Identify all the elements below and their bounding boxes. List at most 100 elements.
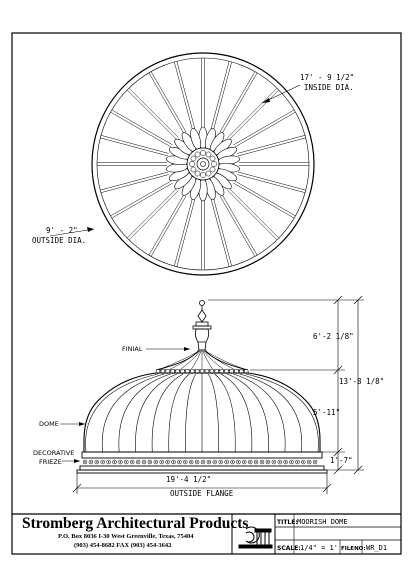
- frieze-dot: [137, 461, 139, 463]
- rosette-bead: [209, 155, 216, 162]
- neck-flute: [170, 350, 200, 370]
- flange-value: 19'-4 1/2": [166, 475, 211, 484]
- plan-rib: [111, 109, 173, 146]
- plan-rib: [148, 72, 185, 134]
- frieze-dot: [96, 461, 98, 463]
- svg-text:FRIEZE: FRIEZE: [39, 458, 62, 466]
- frieze-dot: [102, 461, 104, 463]
- dome-rib: [227, 373, 269, 453]
- frieze-bottom-band: [79, 465, 325, 471]
- plan-rib: [210, 199, 230, 267]
- decorative-frieze: [82, 459, 318, 465]
- frieze-dot: [231, 461, 234, 463]
- plan-rib: [176, 199, 196, 267]
- sheet-border: [11, 32, 402, 555]
- frieze-dot: [107, 461, 110, 463]
- plan-rib: [174, 61, 193, 130]
- frieze-dot: [184, 461, 186, 463]
- frieze-dot: [84, 461, 86, 463]
- plan-rib: [150, 71, 187, 133]
- frieze-dot: [202, 461, 204, 463]
- neck-flute: [204, 350, 245, 370]
- inside-dia-label: INSIDE DIA.: [304, 83, 354, 92]
- plan-rib: [126, 89, 177, 140]
- plan-inner-circle: [96, 57, 310, 271]
- dome-ribs: [85, 373, 319, 453]
- frieze-dot: [172, 461, 175, 463]
- plan-rib: [213, 198, 232, 267]
- plan-rib: [128, 87, 179, 138]
- frieze-dot: [237, 461, 240, 463]
- frieze-dot: [302, 461, 304, 463]
- frieze-dot: [279, 461, 281, 463]
- title-field-value: MOORISH DOME: [297, 518, 348, 526]
- frieze-dot: [90, 461, 92, 463]
- neck-flutes: [159, 350, 245, 370]
- dome-rib: [239, 373, 303, 453]
- plan-rib: [221, 194, 258, 256]
- frieze-dot: [249, 461, 251, 463]
- flange-dimension: [72, 473, 332, 494]
- frieze-top-band: [81, 451, 323, 459]
- plan-rib: [227, 190, 278, 241]
- plan-rib: [126, 188, 177, 239]
- finial-label: FINIAL: [122, 345, 190, 353]
- plan-rib: [238, 137, 306, 157]
- plan-rib: [237, 174, 306, 193]
- rosette-bead: [189, 161, 195, 167]
- vertical-dimensions: [208, 295, 364, 475]
- plan-ribs: [97, 58, 309, 270]
- outside-flange: [76, 469, 328, 474]
- title-block: [12, 513, 401, 554]
- frieze-dot: [125, 461, 128, 463]
- frieze-dot: [225, 461, 228, 463]
- dome-rib: [151, 373, 184, 453]
- rosette-bead: [205, 170, 212, 177]
- scale-field-label: SCALE:: [277, 545, 301, 552]
- frieze-dot: [208, 461, 210, 463]
- finial: [192, 300, 212, 351]
- plan-rib: [128, 190, 179, 241]
- dome-rib: [208, 373, 219, 453]
- plan-rib: [219, 195, 256, 257]
- rosette-bead: [190, 155, 197, 162]
- plan-rib: [213, 61, 232, 130]
- dome-rib: [233, 373, 286, 453]
- plan-rib: [233, 182, 295, 219]
- rosette-bead: [194, 170, 201, 177]
- plan-rib: [100, 137, 168, 157]
- dome-rib: [135, 373, 177, 453]
- dim-frieze-height: 1'-7": [330, 456, 353, 465]
- plan-rib: [148, 194, 185, 256]
- plan-rib: [110, 180, 172, 217]
- plan-rib: [100, 171, 168, 191]
- frieze-dot: [196, 461, 198, 463]
- scale-field-value: 1/4" = 1': [300, 544, 338, 552]
- frieze-dot: [214, 461, 216, 463]
- company-address: P.O. Box 8036 I-30 West Greenville, Texa…: [58, 533, 194, 540]
- plan-rib: [210, 61, 230, 129]
- plan-rib: [229, 188, 280, 239]
- frieze-dot: [284, 461, 287, 463]
- plan-outer-circle: [91, 52, 315, 276]
- rosette-bead: [190, 166, 197, 173]
- neck-flute: [159, 350, 200, 370]
- dome-rib: [214, 373, 236, 453]
- title-field-label: TITLE:: [277, 519, 298, 526]
- dome-rib: [85, 373, 159, 453]
- frieze-dot: [131, 461, 133, 463]
- center-rosette: [166, 126, 240, 202]
- dome-rib: [245, 373, 319, 453]
- rosette-bead: [200, 150, 206, 156]
- frieze-dot: [308, 461, 310, 463]
- frieze-dot: [290, 461, 293, 463]
- dome-rib: [101, 373, 165, 453]
- neck-flute: [202, 350, 213, 370]
- plan-rib: [100, 174, 169, 193]
- rosette-bead: [200, 172, 206, 178]
- file-field-label: FILENO:: [341, 546, 366, 552]
- frieze-dot: [261, 461, 263, 463]
- frieze-dot: [113, 461, 116, 463]
- plan-rib: [234, 111, 296, 148]
